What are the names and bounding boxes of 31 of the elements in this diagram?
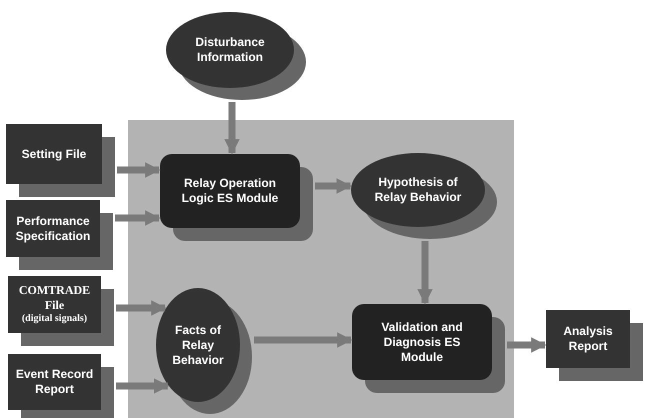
arrow xyxy=(507,337,547,353)
arrow xyxy=(115,210,161,226)
node-label: Analysis Report xyxy=(562,324,614,354)
node-label: Hypothesis of Relay Behavior xyxy=(374,175,462,205)
arrow xyxy=(417,241,433,305)
input-box xyxy=(8,276,114,346)
node-label: Setting File xyxy=(22,146,86,162)
output-box xyxy=(546,310,643,381)
input-box xyxy=(8,354,114,418)
node-label: Validation and Diagnosis ES Module xyxy=(380,320,464,364)
input-box xyxy=(6,124,115,197)
arrow xyxy=(117,162,161,178)
node-label: Disturbance Information xyxy=(194,35,266,65)
panel-background xyxy=(128,120,514,418)
node-label: Event Record Report xyxy=(14,367,94,397)
node-label: (digital signals) xyxy=(22,313,88,326)
node-label: Relay Operation Logic ES Module xyxy=(180,176,280,206)
module-box xyxy=(352,304,505,393)
ellipse-node xyxy=(351,153,497,239)
module-box xyxy=(160,154,313,241)
ellipse-node xyxy=(166,12,306,100)
input-box xyxy=(6,200,113,270)
arrow xyxy=(254,332,353,348)
ellipse-node xyxy=(156,288,252,414)
arrow xyxy=(315,178,352,194)
arrow xyxy=(116,378,170,394)
arrow xyxy=(224,102,240,155)
node-label: Performance Specification xyxy=(14,214,92,244)
node-label: COMTRADE File xyxy=(18,283,92,314)
node-label: Facts of Relay Behavior xyxy=(171,322,225,368)
arrow xyxy=(116,300,167,316)
